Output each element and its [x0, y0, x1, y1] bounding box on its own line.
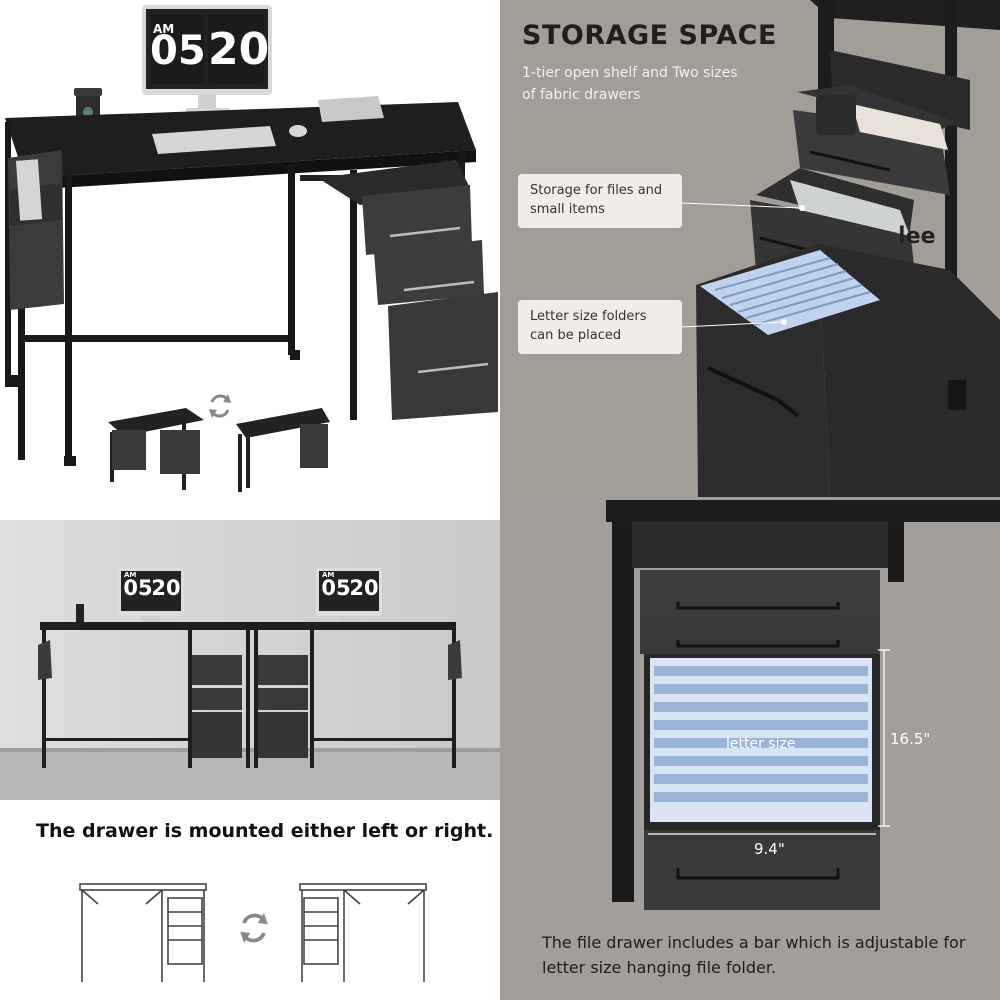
height-dimension: 16.5" [890, 730, 931, 748]
hanging-folders [654, 666, 868, 802]
clock-hours: 05 [150, 28, 206, 74]
mount-caption: The drawer is mounted either left or rig… [36, 820, 494, 842]
clock-minutes: 20 [208, 24, 270, 75]
line-drawing-left [79, 883, 207, 982]
desk-left-top [40, 622, 250, 630]
file-drawer-front [644, 830, 880, 910]
clock-right-ampm: AM [322, 571, 335, 579]
width-dimension: 9.4" [754, 840, 785, 858]
panel-storage-space: ǝǝן STORAGE SPACE 1-tier open shelf and … [500, 0, 1000, 500]
folder-label: letter size [726, 736, 796, 752]
clock-left-hours: 05 [123, 576, 153, 600]
line-drawing-right [299, 883, 427, 982]
middle-drawer [640, 616, 880, 654]
mini-desk-right [236, 408, 330, 492]
storage-title: STORAGE SPACE [522, 20, 777, 51]
panel-mount-either-side: AM 05 20 AM 05 20 The drawer is mounted … [0, 520, 500, 1000]
clock-left-ampm: AM [124, 571, 137, 579]
book-cover-text: ǝǝן [898, 225, 936, 250]
mouse [289, 125, 307, 137]
file-drawer-caption: The file drawer includes a bar which is … [542, 933, 966, 977]
panel-file-drawer: letter size 16.5" 9.4" The file drawer i… [500, 500, 1000, 1000]
small-drawer-top [362, 185, 472, 255]
clock-ampm: AM [153, 22, 175, 36]
clock-right-hours: 05 [321, 576, 351, 600]
tablet [318, 96, 384, 122]
clock-left-minutes: 20 [151, 576, 181, 600]
small-drawer-middle [374, 240, 484, 305]
mini-desk-left [108, 408, 204, 490]
callout-files: Storage for files and small items [518, 174, 682, 228]
rotate-arrows-icon [209, 394, 231, 418]
desk-right-top [250, 622, 456, 630]
callout-folders: Letter size folders can be placed [518, 300, 682, 354]
panel-desk-overview: AM 05 20 [0, 0, 500, 500]
storage-illustration [500, 0, 1000, 500]
clock-right-minutes: 20 [349, 576, 379, 600]
two-desks-illustration [0, 520, 500, 982]
file-drawer [388, 292, 498, 420]
rotate-arrows-icon [240, 913, 268, 943]
desk-illustration [5, 5, 498, 492]
file-drawer-illustration [500, 500, 1000, 1000]
keyboard [152, 126, 276, 154]
storage-subtitle: 1-tier open shelf and Two sizes of fabri… [522, 65, 738, 103]
